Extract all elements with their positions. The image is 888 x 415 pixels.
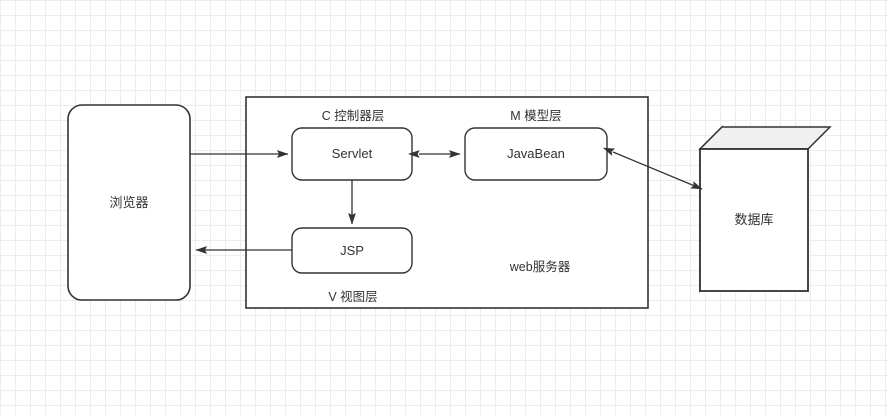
node-servlet[interactable]	[291, 127, 413, 181]
database-front-face	[699, 148, 809, 292]
edge-javabean-to-database[interactable]	[602, 147, 703, 190]
node-database[interactable]	[698, 125, 832, 293]
node-browser[interactable]	[67, 104, 191, 301]
node-jsp[interactable]	[291, 227, 413, 274]
node-javabean[interactable]	[464, 127, 608, 181]
database-top-face	[698, 126, 832, 150]
